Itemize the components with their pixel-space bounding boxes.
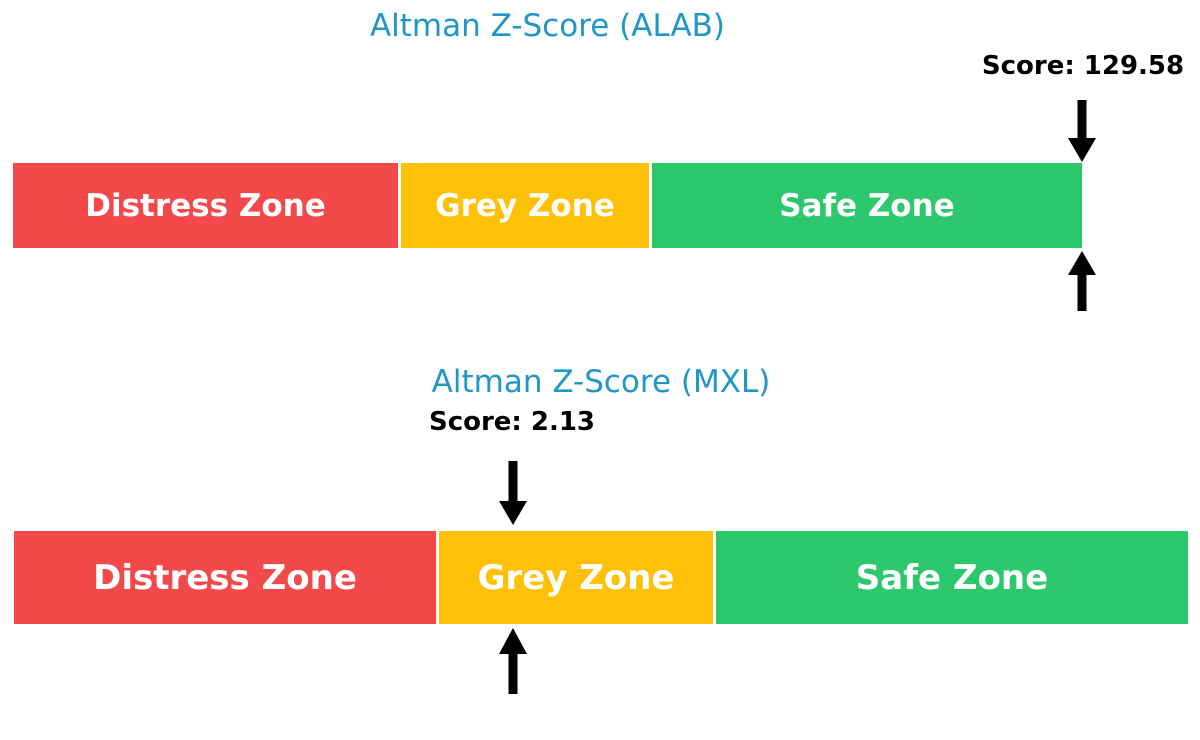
zone-grey-label: Grey Zone bbox=[477, 557, 675, 598]
zone-distress-label: Distress Zone bbox=[85, 187, 326, 224]
zone-safe: Safe Zone bbox=[652, 163, 1082, 248]
zone-grey: Grey Zone bbox=[401, 163, 649, 248]
zone-distress: Distress Zone bbox=[14, 531, 436, 624]
zone-distress: Distress Zone bbox=[13, 163, 398, 248]
chart-title-alab: Altman Z-Score (ALAB) bbox=[369, 8, 726, 44]
chart-title-mxl: Altman Z-Score (MXL) bbox=[431, 364, 771, 400]
zone-safe-label: Safe Zone bbox=[855, 557, 1049, 598]
zone-safe: Safe Zone bbox=[716, 531, 1188, 624]
zone-bar-mxl: Distress Zone Grey Zone Safe Zone bbox=[0, 531, 1200, 624]
score-label-alab: Score: 129.58 bbox=[981, 51, 1185, 81]
marker-arrow-down-icon bbox=[499, 461, 527, 525]
marker-arrow-up-icon bbox=[499, 628, 527, 694]
zone-safe-label: Safe Zone bbox=[779, 187, 955, 224]
score-label-mxl: Score: 2.13 bbox=[428, 407, 596, 437]
zone-distress-label: Distress Zone bbox=[93, 557, 357, 598]
zone-grey-label: Grey Zone bbox=[435, 187, 615, 224]
zone-grey: Grey Zone bbox=[439, 531, 713, 624]
marker-arrow-up-icon bbox=[1068, 251, 1096, 311]
zone-bar-alab: Distress Zone Grey Zone Safe Zone bbox=[0, 163, 1200, 248]
marker-arrow-down-icon bbox=[1068, 100, 1096, 162]
